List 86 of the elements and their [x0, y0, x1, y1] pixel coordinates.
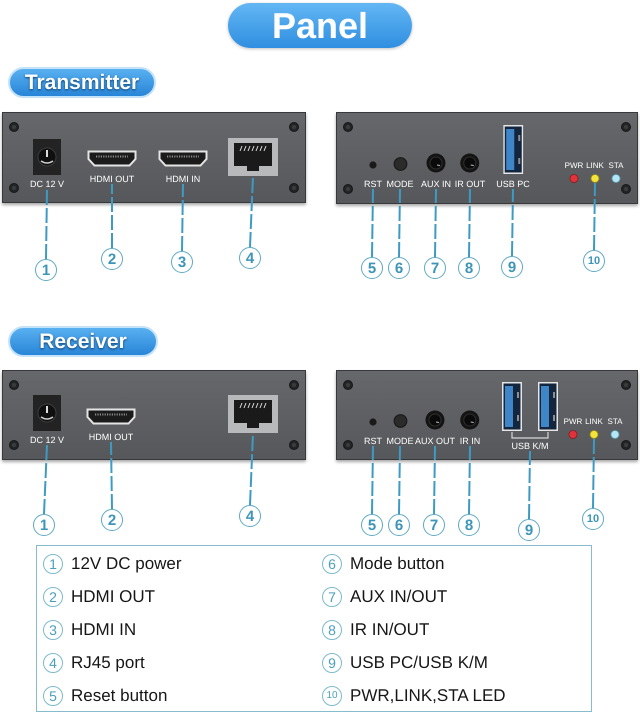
led-label: LINK [586, 161, 604, 170]
device-panel [2, 112, 306, 203]
callout-number: 5 [361, 514, 383, 536]
leader-line [593, 182, 596, 250]
key-label: RJ45 port [71, 653, 145, 673]
leader-line [249, 176, 254, 248]
key-label: IR IN/OUT [350, 620, 430, 640]
callout-number: 9 [501, 256, 523, 278]
port-label: HDMI OUT [90, 174, 134, 184]
port-label: USB PC [496, 179, 530, 189]
led-label: PWR [564, 161, 584, 170]
callout-number: 4 [239, 505, 261, 527]
led-label: STA [608, 161, 624, 170]
callout-number: 7 [322, 587, 342, 607]
title-banner: Panel [228, 3, 412, 48]
port-label: RST [364, 436, 382, 446]
led-label: PWR [564, 417, 582, 426]
key-panel [36, 545, 592, 712]
callout-number: 6 [322, 554, 342, 574]
callout-number: 4 [239, 247, 261, 269]
port-label: RST [364, 179, 382, 189]
leader-line [511, 188, 514, 256]
callout-number: 5 [361, 257, 383, 279]
callout-number: 10 [583, 250, 605, 272]
leader-line [111, 184, 113, 248]
callout-number: 6 [388, 257, 410, 279]
leader-line [433, 446, 436, 514]
port-label: USB K/M [511, 441, 548, 451]
port-label: IR OUT [454, 179, 486, 189]
callout-number: 2 [101, 509, 123, 531]
leader-line [398, 188, 401, 258]
leader-line [371, 446, 374, 514]
port-label: HDMI OUT [88, 432, 134, 442]
key-label: Reset button [71, 686, 168, 706]
callout-number: 10 [582, 508, 604, 530]
callout-number: 3 [43, 620, 63, 640]
callout-number: 1 [43, 554, 63, 574]
callout-number: 4 [43, 653, 63, 673]
device-panel [336, 112, 638, 204]
port-label: AUX OUT [415, 436, 455, 446]
callout-number: 8 [458, 257, 480, 279]
callout-number: 2 [43, 587, 63, 607]
device-panel [2, 370, 306, 460]
callout-number: 9 [518, 519, 540, 541]
callout-number: 7 [424, 257, 446, 279]
key-label: HDMI OUT [71, 587, 156, 607]
led-label: LINK [585, 417, 603, 426]
leader-line [181, 184, 184, 252]
leader-line [468, 188, 471, 258]
callout-number: 8 [322, 620, 342, 640]
key-label: PWR,LINK,STA LED [350, 686, 506, 706]
port-label: MODE [386, 436, 414, 446]
leader-line [110, 442, 113, 510]
callout-number: 2 [101, 248, 123, 270]
key-label: 12V DC power [71, 554, 182, 574]
callout-number: 1 [33, 514, 55, 536]
key-label: AUX IN/OUT [350, 587, 448, 607]
key-label: HDMI IN [71, 620, 136, 640]
callout-number: 7 [423, 514, 445, 536]
callout-number: 9 [322, 653, 342, 673]
port-label: DC 12 V [30, 179, 64, 189]
callout-number: 5 [43, 686, 63, 706]
key-label: USB PC/USB K/M [350, 653, 488, 673]
key-label: Mode button [350, 554, 445, 574]
leader-line [592, 438, 595, 508]
led-label: STA [608, 417, 622, 426]
callout-number: 8 [458, 514, 480, 536]
leader-line [434, 188, 437, 258]
port-label: MODE [386, 179, 414, 189]
section-tag: Receiver [8, 326, 158, 357]
leader-line [528, 450, 531, 520]
leader-line [371, 188, 374, 258]
leader-line [43, 444, 48, 514]
callout-number: 3 [171, 251, 193, 273]
callout-number: 10 [322, 686, 342, 706]
section-tag: Transmitter [8, 67, 156, 98]
leader-line [398, 446, 401, 514]
callout-number: 6 [388, 514, 410, 536]
port-label: HDMI IN [166, 174, 200, 184]
port-label: IR IN [460, 436, 480, 446]
leader-line [45, 188, 48, 260]
leader-line [468, 446, 471, 514]
callout-number: 1 [35, 259, 57, 281]
port-label: AUX IN [421, 179, 451, 189]
device-panel [336, 370, 638, 460]
port-label: DC 12 V [30, 435, 64, 445]
